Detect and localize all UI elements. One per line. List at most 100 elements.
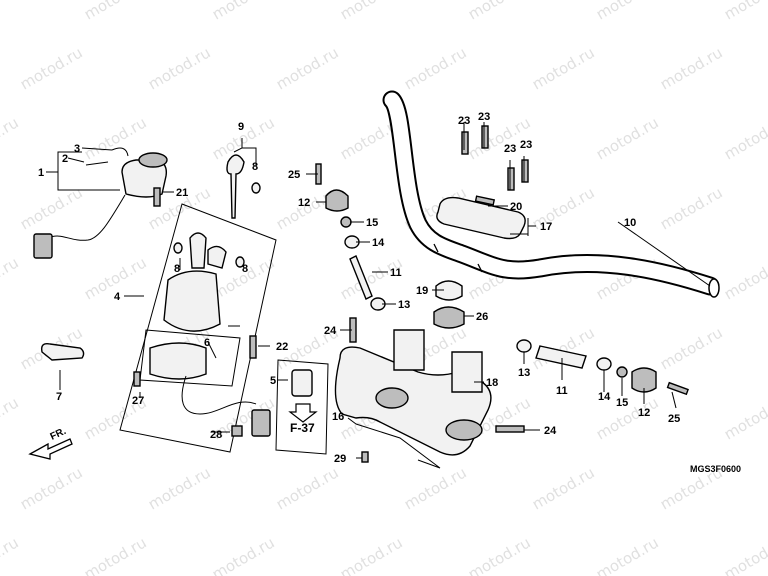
weight-11b <box>535 345 587 369</box>
watermark-text: motod.ru <box>209 0 278 23</box>
callout-14b: 14 <box>598 391 611 403</box>
bar-end-12a <box>325 189 349 212</box>
callout-14a: 14 <box>372 237 385 249</box>
bolt-21 <box>153 187 161 207</box>
screw-27 <box>133 371 141 387</box>
clip-ring <box>111 147 129 157</box>
callout-12a: 12 <box>298 197 310 209</box>
callout-4: 4 <box>114 291 121 303</box>
watermark-text: motod.ru <box>721 393 768 443</box>
watermark-text: motod.ru <box>81 113 150 163</box>
watermark-text: motod.ru <box>17 43 86 93</box>
callout-11b: 11 <box>556 385 568 397</box>
callout-13b: 13 <box>518 367 530 379</box>
callout-13a: 13 <box>398 299 410 311</box>
watermark-text: motod.ru <box>593 0 662 23</box>
watermark-text: motod.ru <box>529 463 598 513</box>
watermark-text: motod.ru <box>273 463 342 513</box>
watermark-text: motod.ru <box>0 533 22 576</box>
callout-12b: 12 <box>638 407 650 419</box>
bushing-26 <box>433 306 465 329</box>
callout-25a: 25 <box>288 169 300 181</box>
watermark-text: motod.ru <box>337 533 406 576</box>
washer-8a <box>251 182 261 194</box>
key-9 <box>226 154 245 219</box>
callout-10: 10 <box>624 217 636 229</box>
bracket-16 <box>355 423 441 469</box>
callout-16: 16 <box>332 411 344 423</box>
callout-15a: 15 <box>366 217 378 229</box>
lock-connector <box>251 409 271 437</box>
callout-27: 27 <box>132 395 144 407</box>
inner-box-outline <box>139 329 241 387</box>
watermark-text: motod.ru <box>465 0 534 23</box>
callout-19: 19 <box>416 285 428 297</box>
callout-23d: 23 <box>520 139 532 151</box>
watermark-text: motod.ru <box>0 113 22 163</box>
handlebar-10 <box>382 90 720 298</box>
watermark-text: motod.ru <box>17 463 86 513</box>
stem-hole <box>375 387 409 409</box>
callout-9: 9 <box>238 121 244 133</box>
nut-13b <box>516 339 532 353</box>
switch-cap <box>138 152 168 168</box>
ref-arrow <box>288 403 318 423</box>
watermark-text: motod.ru <box>209 533 278 576</box>
bolt-23a <box>461 131 469 155</box>
watermark-text: motod.ru <box>657 183 726 233</box>
weight-11a <box>349 255 373 300</box>
callout-15b: 15 <box>616 397 628 409</box>
right-barend-assembly <box>516 339 689 396</box>
watermark-text: motod.ru <box>0 0 22 23</box>
bolt-23b <box>481 125 489 149</box>
callout-1: 1 <box>38 167 44 179</box>
watermark-text: motod.ru <box>721 533 768 576</box>
washer-15b <box>616 366 628 378</box>
callout-18: 18 <box>486 377 498 389</box>
leader-lines <box>46 122 711 459</box>
washer-8c <box>235 256 245 268</box>
watermark-text: motod.ru <box>657 323 726 373</box>
left-switch-assembly <box>33 147 329 455</box>
cap-19 <box>435 280 463 301</box>
watermark-text: motod.ru <box>721 253 768 303</box>
watermark-text: motod.ru <box>657 43 726 93</box>
watermark-text: motod.ru <box>721 113 768 163</box>
ignition-bracket-outline <box>119 203 277 453</box>
watermark-text: motod.ru <box>465 533 534 576</box>
callout-2: 2 <box>62 153 68 165</box>
switch-wire <box>47 194 126 241</box>
callout-25b: 25 <box>668 413 680 425</box>
watermark-text: motod.ru <box>145 463 214 513</box>
section-reference: F-37 <box>290 421 315 435</box>
bridge-post-left <box>393 329 425 371</box>
watermark-text: motod.ru <box>337 0 406 23</box>
ref-panel-outline <box>275 359 329 455</box>
ignition-key-head-2 <box>207 245 227 269</box>
callout-28: 28 <box>210 429 222 441</box>
watermark-text: motod.ru <box>0 253 22 303</box>
lock-body <box>149 342 207 380</box>
fork-hole <box>445 419 483 441</box>
callout-24a: 24 <box>324 325 337 337</box>
callout-5: 5 <box>270 375 276 387</box>
front-arrow-icon <box>28 438 73 460</box>
watermark-text: motod.ru <box>593 113 662 163</box>
switch-connector <box>33 233 53 259</box>
callout-17: 17 <box>540 221 552 233</box>
watermark-text: motod.ru <box>81 0 150 23</box>
callout-20: 20 <box>510 201 522 213</box>
watermark-text: motod.ru <box>273 43 342 93</box>
watermark-text: motod.ru <box>529 43 598 93</box>
callout-23c: 23 <box>504 143 516 155</box>
callout-8b: 8 <box>174 263 180 275</box>
callout-21: 21 <box>176 187 188 199</box>
front-label: FR. <box>49 426 68 443</box>
top-bridge-18 <box>334 329 525 469</box>
center-barend-assembly <box>315 163 386 343</box>
callout-3: 3 <box>74 143 80 155</box>
screw-25b <box>666 381 689 396</box>
watermark-text: motod.ru <box>17 183 86 233</box>
